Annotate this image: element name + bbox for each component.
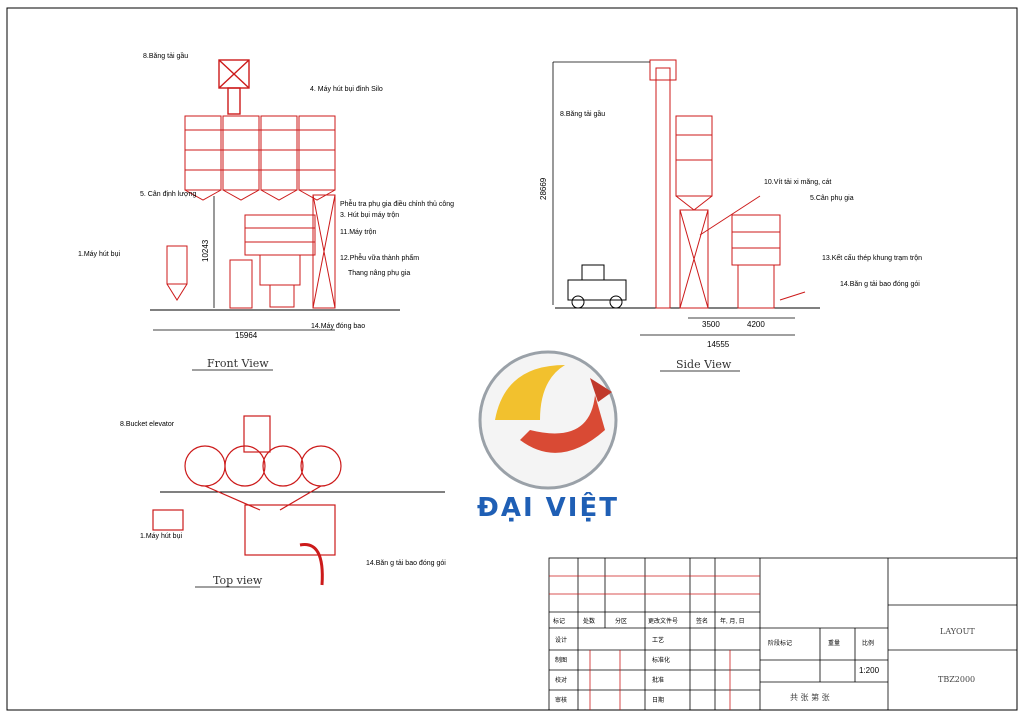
tb-right-1: 标准化 <box>652 656 670 664</box>
top-label-dust-collector: 1.Máy hút bụi <box>140 533 182 540</box>
drawing-border <box>6 7 1018 711</box>
tb-stage-label: 阶段标记 <box>768 639 792 647</box>
front-mixing-tower <box>166 194 336 309</box>
top-structure <box>152 415 342 586</box>
side-view-title: Side View <box>676 358 732 371</box>
tb-scale-value: 1:200 <box>859 666 880 675</box>
front-label-additive-lift: Thang nâng phụ gia <box>348 270 410 277</box>
title-block <box>548 557 1018 711</box>
side-structure <box>649 59 806 309</box>
front-label-mixer: 11.Máy trộn <box>340 229 377 236</box>
front-label-bucket-elevator: 8.Băng tải gầu <box>143 51 188 60</box>
front-label-product-hopper: 12.Phễu vữa thành phẩm <box>340 253 419 262</box>
side-label-bucket-elevator: 8.Băng tải gầu <box>560 109 605 118</box>
front-label-dust-collector: 1.Máy hút bụi <box>78 251 120 258</box>
tb-weight-label: 重量 <box>828 639 840 647</box>
tb-header-0: 标记 <box>553 617 565 625</box>
tb-right-0: 工艺 <box>652 636 664 644</box>
title-block-text: 标记 处数 分区 更改文件号 签名 年, 月, 日 设计 制图 校对 审核 工艺… <box>553 617 975 704</box>
side-loader <box>567 264 627 309</box>
side-label-bag-conveyor: 14.Băn g tải bao đóng gói <box>840 281 920 288</box>
front-label-bagging: 14.Máy đóng bao <box>311 323 365 330</box>
side-label-screw: 10.Vít tải xi măng, cát <box>764 179 831 186</box>
tb-header-4: 签名 <box>696 617 708 625</box>
top-label-bag-conveyor: 14.Băn g tải bao đóng gói <box>366 560 446 567</box>
tb-row-1: 制图 <box>555 656 567 664</box>
front-view-title: Front View <box>207 357 269 370</box>
tb-right-3: 日期 <box>652 696 664 704</box>
front-silos <box>184 115 336 201</box>
side-dim-total: 14555 <box>707 340 730 349</box>
front-label-mixer-dust: 3. Hút bụi máy trộn <box>340 212 399 219</box>
dai-viet-logo: ĐẠI VIỆT <box>477 350 619 523</box>
front-label-additive-hopper: Phễu tra phụ gia điều chỉnh thủ công <box>340 199 454 208</box>
side-view: 28669 3500 4200 14555 Side View 8.Băng t… <box>539 59 922 372</box>
tb-sheets: 共 张 第 张 <box>790 692 830 702</box>
top-label-bucket-elevator: 8.Bucket elevator <box>120 421 175 428</box>
tb-row-0: 设计 <box>555 636 567 644</box>
side-label-steel-frame: 13.Kết cấu thép khung trạm trộn <box>822 253 922 262</box>
logo-text: ĐẠI VIỆT <box>477 491 619 523</box>
front-dim-height: 10243 <box>201 239 210 262</box>
top-view-title: Top view <box>213 574 263 587</box>
side-dim-height: 28669 <box>539 177 548 200</box>
tb-drawing-title: LAYOUT <box>940 627 975 636</box>
front-view: 15964 10243 Front View 8.Băng tải gầu 4.… <box>78 51 454 371</box>
tb-header-2: 分区 <box>615 617 627 625</box>
tb-header-3: 更改文件号 <box>648 617 678 625</box>
tb-drawing-no: TBZ2000 <box>938 675 975 684</box>
tb-row-2: 校对 <box>555 676 567 684</box>
front-label-weighing: 5. Cân định lượng <box>140 191 196 198</box>
top-view: Top view 8.Bucket elevator 1.Máy hút bụi… <box>120 415 446 588</box>
front-label-silo-dust: 4. Máy hút bụi đỉnh Silo <box>310 85 383 93</box>
side-dim-d2: 4200 <box>747 320 765 329</box>
tb-scale-label: 比例 <box>862 639 874 647</box>
front-bucket-elevator <box>218 59 250 115</box>
tb-header-5: 年, 月, 日 <box>720 617 745 625</box>
front-dim-width: 15964 <box>235 331 258 340</box>
tb-header-1: 处数 <box>583 617 595 625</box>
tb-right-2: 批准 <box>652 676 664 684</box>
tb-row-3: 审核 <box>555 696 567 704</box>
side-dim-d1: 3500 <box>702 320 720 329</box>
side-label-additive-scale: 5.Cân phụ gia <box>810 195 854 202</box>
